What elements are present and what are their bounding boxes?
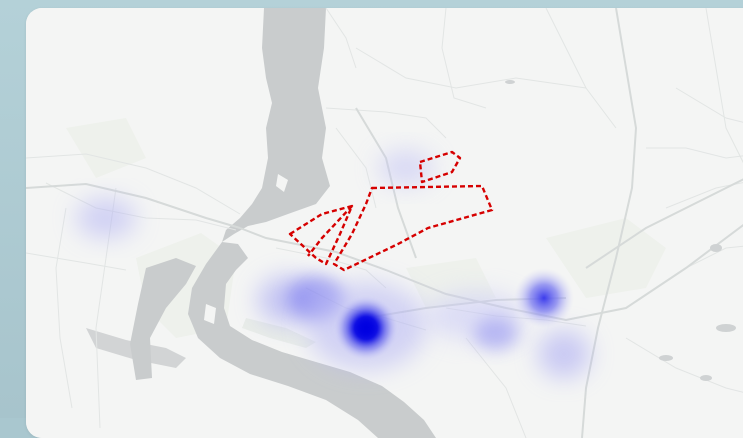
heat-cluster-north <box>378 150 434 186</box>
reservoir <box>222 8 330 242</box>
boundary-small-parcel <box>418 150 462 184</box>
river-channel <box>86 328 186 368</box>
river-main <box>188 242 436 438</box>
boundary-divider <box>307 205 353 257</box>
heat-cluster-east-mid <box>474 318 518 350</box>
boundary-large-parcel <box>332 184 494 272</box>
boundary-overlay <box>288 150 494 272</box>
map-card <box>26 8 743 438</box>
islands <box>204 174 316 348</box>
ponds <box>505 80 736 381</box>
heatmap-layer <box>76 150 590 378</box>
boundary-west-parcel <box>288 204 354 266</box>
heat-hotspot-main-core <box>355 317 377 339</box>
heat-cluster-east-south <box>538 330 590 378</box>
map-canvas[interactable] <box>26 8 743 438</box>
heat-cluster-west <box>76 198 136 238</box>
water-bodies <box>86 8 436 438</box>
heat-hotspot-east <box>514 268 574 328</box>
